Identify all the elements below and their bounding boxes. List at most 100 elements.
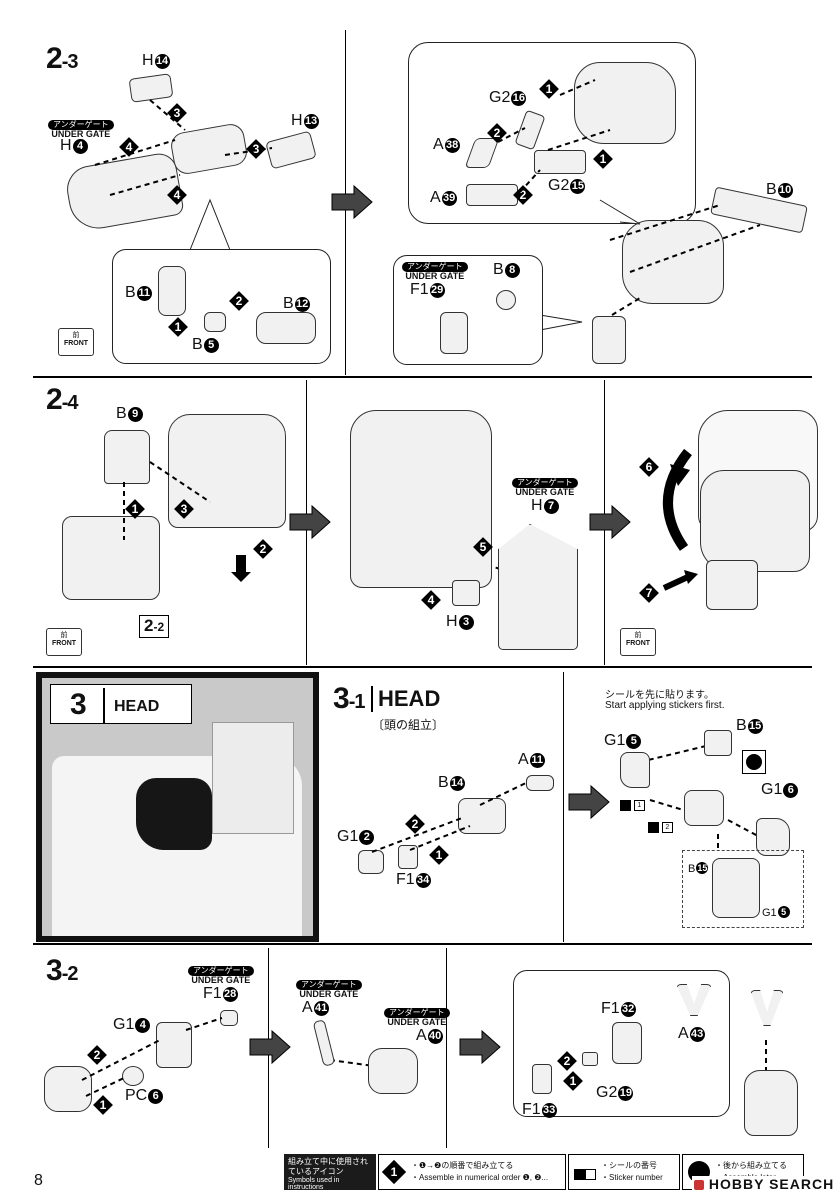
part-b12 <box>256 312 316 344</box>
step-3-2-sub: -2 <box>61 963 79 985</box>
step-2-3-detail-bubble <box>112 249 331 364</box>
flow-arrow-3-2a <box>249 1030 291 1064</box>
part-b8 <box>496 290 516 310</box>
part-b15 <box>704 730 732 756</box>
legend-order-en: ・Assemble in numerical order ❶, ❷... <box>411 1173 549 1182</box>
watermark-text: HOBBY SEARCH <box>708 1176 835 1192</box>
step-2-3-main: 2 <box>46 42 63 75</box>
step-order-4g: 4 <box>421 590 441 610</box>
assemble-later-icon <box>742 750 766 774</box>
step-2-3-sub: -3 <box>61 51 79 73</box>
photo-robot-head <box>136 778 212 850</box>
part-g1-5 <box>620 752 650 788</box>
step-order-1i: 1 <box>429 845 449 865</box>
step-order-3: 3 <box>167 103 187 123</box>
flow-arrow-2-3 <box>331 185 373 219</box>
photo-robot-shoulder <box>212 722 294 834</box>
step-order-3f: 3 <box>174 499 194 519</box>
flow-arrow-3-1 <box>568 785 610 819</box>
part-waist-block <box>62 516 160 600</box>
legend-title-jp: 組み立て中に使用されているアイコン <box>288 1157 368 1176</box>
part-g2-19 <box>582 1052 598 1066</box>
step-order-5g: 5 <box>473 537 493 557</box>
legend-sticker-flag <box>574 1169 585 1181</box>
legend-sticker-box: ・シールの番号 ・Sticker number <box>568 1154 680 1190</box>
part-b9 <box>104 430 150 484</box>
legend-title-box: 組み立て中に使用されているアイコン Symbols used in instru… <box>284 1154 376 1192</box>
legend-order-jp: ・❶→❷の順番で組み立てる <box>411 1161 514 1170</box>
part-torso-skirt <box>706 560 758 610</box>
column-divider-3-2b <box>446 948 447 1148</box>
sticker-2-flag <box>648 822 659 833</box>
legend-sticker-jp: ・シールの番号 <box>601 1161 657 1170</box>
flow-arrow-2-4a <box>289 505 331 539</box>
part-final-head <box>744 1070 798 1136</box>
step-3-1-subtitle: 〔頭の組立〕 <box>372 718 445 732</box>
section-divider-3 <box>33 943 812 945</box>
step-2-3-number: 2-3 <box>46 42 79 75</box>
page-number: 8 <box>34 1172 43 1189</box>
part-h3 <box>452 580 480 606</box>
legend-sticker-icon <box>574 1166 596 1184</box>
step-order-2d: 2 <box>487 123 507 143</box>
step-2-4-number: 2-4 <box>46 385 78 415</box>
step-order-2c: 2 <box>229 291 249 311</box>
sticker-2-marker: 2 <box>648 822 673 833</box>
part-head-base <box>44 1066 92 1112</box>
legend-later-jp: ・後から組み立てる <box>715 1161 787 1170</box>
part-f1-29 <box>440 312 468 354</box>
sticker-1-marker: 1 <box>620 800 645 811</box>
step-3-1-title-divider <box>371 686 373 712</box>
step-3-photo-panel <box>36 672 319 942</box>
part-head-a40 <box>368 1048 418 1094</box>
step-3-title-divider <box>103 688 105 724</box>
step-3-2-number: 3-2 <box>46 956 79 986</box>
part-g2-15 <box>534 150 586 174</box>
sticker-note-jp: シールを先に貼ります。 <box>605 690 714 701</box>
legend-sticker-num <box>585 1169 596 1181</box>
step-order-2e: 2 <box>513 185 533 205</box>
step-order-7h: 7 <box>639 583 659 603</box>
step-3-number: 3 <box>70 688 87 721</box>
legend-title-en: Symbols used in instructions <box>288 1177 340 1192</box>
step-order-1c: 1 <box>168 317 188 337</box>
legend-sticker-en: ・Sticker number <box>601 1173 663 1182</box>
ref-step-2-2: 2-2 <box>139 615 170 638</box>
step-3-1-main: 3 <box>333 682 350 715</box>
watermark-icon <box>694 1180 704 1190</box>
part-f1-34 <box>398 845 418 869</box>
sticker-2-number: 2 <box>661 822 673 833</box>
part-torso-assembly <box>350 410 492 588</box>
step-3-1-number: 3-1 <box>333 682 366 715</box>
part-head-core <box>684 790 724 826</box>
step-3-1-sub: -1 <box>348 691 366 713</box>
